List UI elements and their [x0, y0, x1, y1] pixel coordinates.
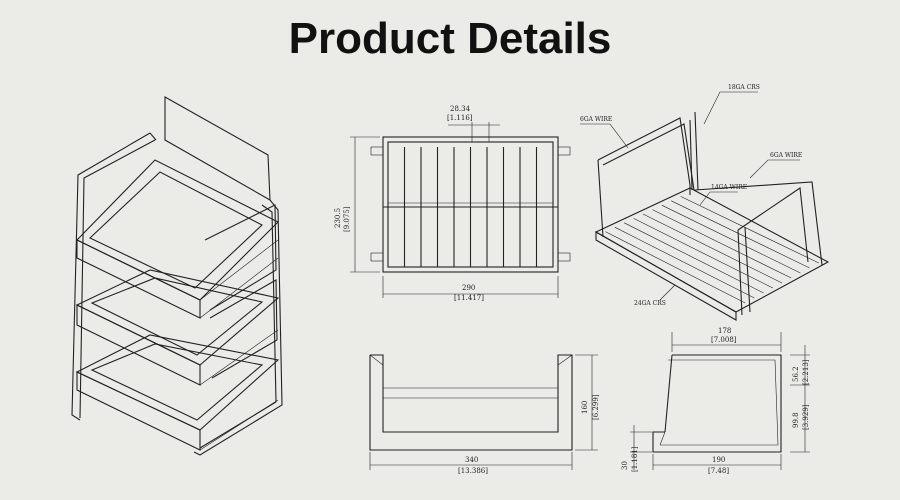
- front-view-drawing: 28.34 [1.116] 230.5 [9.075] 290 [11.417]: [334, 105, 571, 302]
- side-top-in-label: [7.008]: [711, 336, 737, 344]
- height-in-label: [9.075]: [343, 206, 351, 232]
- label-24ga-crs: 24GA CRS: [634, 300, 666, 307]
- lip-mm-label: 56.2: [792, 366, 800, 382]
- iso-view-drawing: 18GA CRS 6GA WIRE 6GA WIRE 14GA WIRE 24G…: [580, 84, 830, 321]
- height-mm-label: 230.5: [334, 208, 342, 228]
- width-in-label: [11.417]: [454, 294, 484, 302]
- side-bottom-in-label: [7.48]: [708, 467, 729, 475]
- depth-in-label: [6.299]: [592, 394, 600, 420]
- grid-wire: [614, 226, 755, 299]
- label-6ga-wire-right: 6GA WIRE: [770, 152, 802, 159]
- tray-width-in-label: [13.386]: [458, 467, 488, 475]
- grid-wire: [661, 204, 801, 274]
- pitch-mm-label: 28.34: [450, 105, 471, 113]
- front-bars: [403, 147, 538, 267]
- label-6ga-wire-left: 6GA WIRE: [580, 116, 612, 123]
- side-bottom-mm-label: 190: [712, 456, 725, 464]
- grid-wire: [671, 200, 810, 269]
- grid-wire: [652, 209, 792, 279]
- foot-mm-label: 30: [621, 461, 629, 470]
- grid-wire: [624, 222, 764, 294]
- pitch-in-label: [1.116]: [447, 114, 473, 122]
- foot-in-label: [1.181]: [631, 446, 639, 472]
- mid-mm-label: 99.8: [792, 412, 800, 428]
- rack-isometric-illustration: [71, 96, 283, 456]
- grid-wire: [680, 196, 819, 264]
- mid-in-label: [3.929]: [802, 404, 810, 430]
- iso-grid-wires: [605, 196, 819, 304]
- label-14ga-wire: 14GA WIRE: [711, 184, 747, 191]
- grid-wire: [605, 231, 746, 304]
- tray-width-mm-label: 340: [465, 456, 478, 464]
- lip-in-label: [2.213]: [802, 359, 810, 385]
- side-top-mm-label: 178: [718, 327, 731, 335]
- grid-wire: [642, 213, 783, 284]
- label-18ga-crs: 18GA CRS: [728, 84, 760, 91]
- grid-wire: [633, 218, 773, 289]
- side-view-drawing: 178 [7.008] 56.2 [2.213] 99.8 [3.929] 30…: [621, 327, 810, 475]
- depth-mm-label: 160: [581, 401, 589, 414]
- page-title: Product Details: [288, 14, 612, 63]
- width-mm-label: 290: [462, 284, 475, 292]
- top-view-drawing: 160 [6.299] 340 [13.386]: [369, 354, 600, 475]
